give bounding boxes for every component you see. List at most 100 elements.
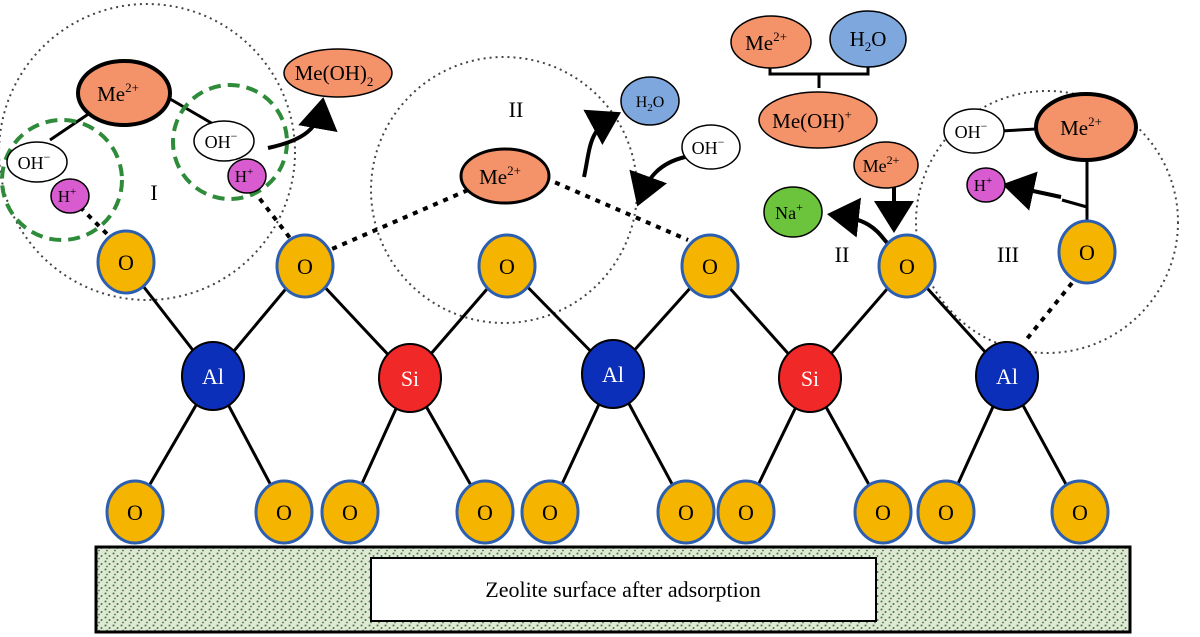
arrow-h-release [1002,171,1062,211]
arrow-to-h2o [582,109,622,178]
aluminium-atom: Al [581,339,645,409]
aluminium-atom: Al [975,341,1039,411]
svg-text:H+: H+ [974,175,993,195]
metal-ion: Me2+ [76,59,172,127]
svg-text:Me2+: Me2+ [1060,114,1102,140]
metal-hydroxide-product: Me(OH)2 [283,48,393,98]
svg-text:Me2+: Me2+ [97,80,139,106]
oxygen-atom: O [275,233,335,299]
hydrogen-ion: H+ [227,158,267,194]
zeolite-surface: Zeolite surface after adsorption [94,545,1132,634]
oxygen-atom: O [716,479,776,545]
hydroxide-ion: OH− [943,108,1005,154]
silicon-atom: Si [378,343,442,413]
region-label-II-right: II [835,242,850,267]
svg-text:O: O [678,500,694,525]
svg-text:O: O [499,254,515,279]
silicon-atom: Si [778,343,842,413]
region-circle-III [915,90,1179,354]
oxygen-atom: O [853,479,913,545]
svg-text:Al: Al [202,364,224,389]
svg-text:O: O [297,254,313,279]
dashed-bonds [78,176,1074,342]
svg-text:H2O: H2O [636,94,665,114]
hydrogen-ion: H+ [50,178,90,214]
metal-ion: Me2+ [730,15,812,69]
oxygen-atom: O [1057,219,1117,285]
lower-oxygen-row: O O O O O O O O O O [105,479,1110,545]
svg-text:OH−: OH− [955,119,988,142]
sodium-ion: Na+ [763,186,823,238]
svg-text:O: O [875,500,891,525]
oxygen-atom: O [105,479,165,545]
oxygen-atom: O [680,233,740,299]
region-label-III: III [997,242,1019,267]
svg-text:Na+: Na+ [775,200,803,223]
oxygen-atom: O [254,479,314,545]
svg-text:Me(OH)2: Me(OH)2 [295,61,374,89]
svg-text:H2O: H2O [850,27,887,54]
svg-text:O: O [702,254,718,279]
oxygen-atom: O [520,479,580,545]
oxygen-atom: O [477,233,537,299]
svg-text:O: O [1079,240,1095,265]
svg-text:O: O [738,500,754,525]
oxygen-atom: O [320,479,380,545]
oxygen-atom: O [455,479,515,545]
metal-ion: Me2+ [853,141,919,189]
surface-label-box [370,557,877,622]
svg-text:H+: H+ [58,186,77,206]
svg-text:Si: Si [801,366,819,391]
svg-text:O: O [118,250,134,275]
hydrolysis-ions: Me2+ H2O Me(OH)+ Me2+ Na+ [730,10,919,238]
metal-hydroxide-cation: Me(OH)+ [758,91,878,149]
svg-text:Al: Al [996,364,1018,389]
svg-text:OH−: OH− [18,150,51,173]
oxygen-atom: O [96,229,156,295]
hydroxide-ion: OH− [6,141,68,183]
arrow-oh-to-surface [629,155,686,207]
water-molecule: H2O [829,10,907,68]
oxygen-atom: O [877,233,937,299]
region-circle-I [0,3,296,301]
svg-text:Me(OH)+: Me(OH)+ [772,107,852,133]
surface-label: Zeolite surface after adsorption [485,577,760,602]
oxygen-atom: O [656,479,716,545]
oxygen-atom: O [916,479,976,545]
svg-text:O: O [276,500,292,525]
reaction-arrows [267,97,1062,250]
region-label-I: I [150,180,157,205]
svg-text:O: O [127,500,143,525]
region-I-ions: Me2+ OH− H+ OH− H+ Me(OH)2 [6,48,393,214]
hydroxide-ion: OH− [681,124,741,170]
svg-text:O: O [1072,500,1088,525]
region-label-II: II [509,97,524,122]
svg-text:OH−: OH− [692,135,725,158]
aluminium-atom: Al [181,341,245,411]
svg-text:Si: Si [401,366,419,391]
svg-text:Al: Al [602,362,624,387]
svg-text:Me2+: Me2+ [745,29,787,55]
region-III-ions: OH− Me2+ H+ [943,92,1138,203]
water-molecule: H2O [620,76,680,126]
metal-ion: Me2+ [459,147,551,205]
svg-text:OH−: OH− [205,129,238,152]
metal-ion: Me2+ [1034,92,1138,162]
svg-text:Me2+: Me2+ [863,153,900,176]
hydrogen-ion: H+ [966,167,1006,203]
upper-oxygen-row: O O O O O O [96,219,1117,299]
svg-text:O: O [542,500,558,525]
svg-text:O: O [938,500,954,525]
oxygen-atom: O [1050,479,1110,545]
arrow-to-meoh2 [267,97,338,150]
region-II-ions: Me2+ H2O OH− [459,76,741,205]
svg-text:O: O [342,500,358,525]
svg-text:Me2+: Me2+ [479,163,521,189]
tetrahedral-atoms: Al Si Al Si Al [181,339,1039,413]
svg-text:O: O [477,500,493,525]
green-ring-left [0,118,124,242]
hydroxide-ion: OH− [193,120,255,162]
svg-text:O: O [899,254,915,279]
